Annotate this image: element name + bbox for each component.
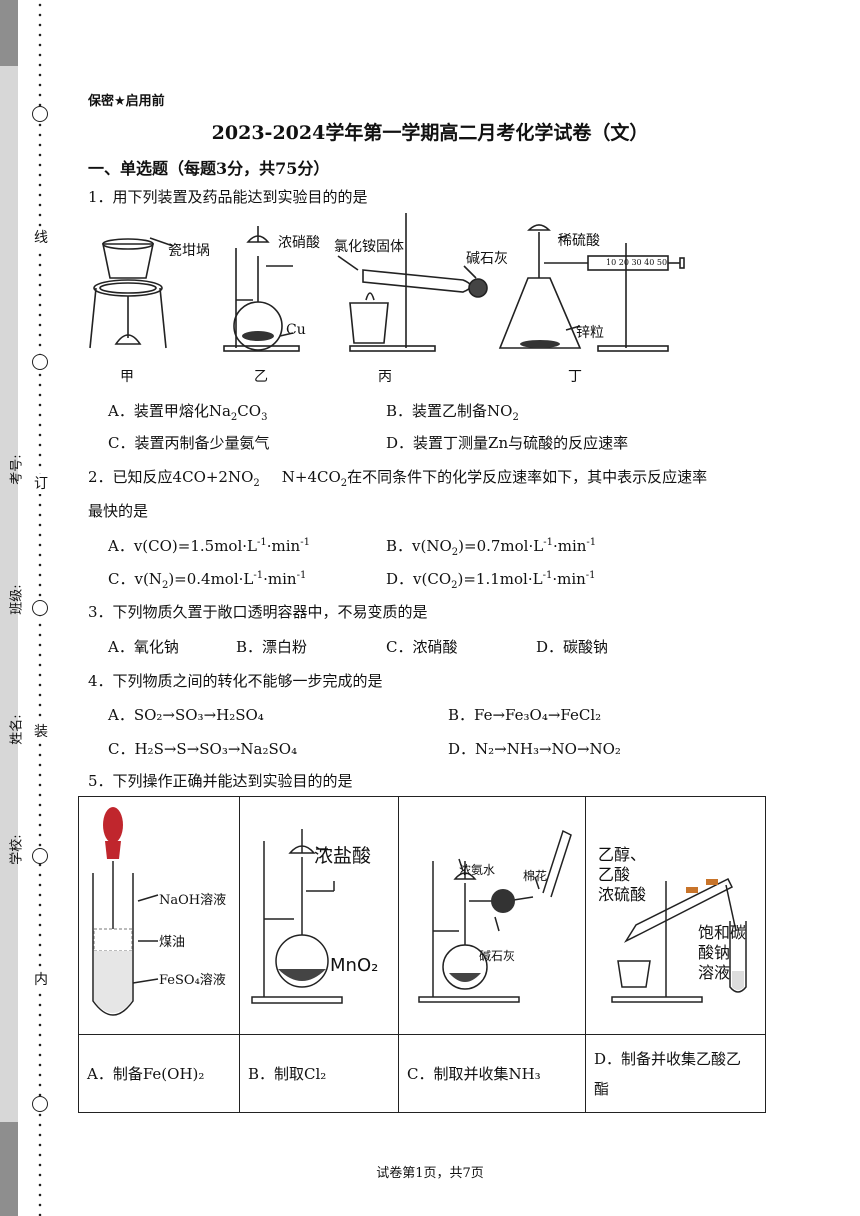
q2-option-c[interactable]: C．v(N2)=0.4mol·L-1·min-1 (108, 570, 307, 591)
binding-circle (32, 106, 48, 122)
label-conc-nitric-acid: 浓硝酸 (278, 235, 320, 251)
q5-option-d[interactable]: D．制备并收集乙酸乙酯 (585, 1034, 766, 1113)
name-field-label: 姓名: (9, 714, 25, 745)
label-kerosene: 煤油 (159, 935, 186, 950)
q5-figure-c: 浓氨水 棉花 碱石灰 (398, 796, 586, 1035)
q5-option-a[interactable]: A．制备Fe(OH)₂ (78, 1034, 240, 1113)
label-cotton: 棉花 (523, 869, 548, 883)
q1-option-a[interactable]: A．装置甲熔化Na2CO3 (108, 402, 268, 423)
q3-stem: 3．下列物质久置于敞口透明容器中，不易变质的是 (88, 603, 428, 621)
q5-option-b[interactable]: B．制取Cl₂ (239, 1034, 399, 1113)
binding-label-zhuang: 装 (31, 722, 51, 742)
label-sat-carbonate-2: 酸钠 (698, 943, 731, 962)
q1-apparatus-figure (89, 213, 685, 352)
label-ammonium-chloride: 氯化铵固体 (334, 239, 404, 255)
ester-apparatus-diagram (611, 877, 747, 1003)
confidential-mark: 保密★启用前 (88, 94, 165, 109)
label-sat-carbonate-1: 饱和碳 (698, 923, 747, 942)
q1-option-c[interactable]: C．装置丙制备少量氨气 (108, 434, 270, 452)
q5-figure-a: NaOH溶液 煤油 FeSO₄溶液 (78, 796, 240, 1035)
label-jia: 甲 (120, 369, 134, 385)
label-feso4: FeSO₄溶液 (159, 973, 226, 988)
label-conc-sulfuric: 浓硫酸 (598, 885, 647, 904)
q4-stem: 4．下列物质之间的转化不能够一步完成的是 (88, 672, 383, 690)
q2-option-d[interactable]: D．v(CO2)=1.1mol·L-1·min-1 (386, 570, 596, 591)
q5-figure-d: 乙醇、 乙酸 浓硫酸 饱和碳 酸钠 溶液 (585, 796, 766, 1035)
q3-option-c[interactable]: C．浓硝酸 (386, 638, 458, 656)
class-field-label: 班级: (9, 584, 25, 615)
syringe-scale: 10 20 30 40 50 (606, 258, 668, 267)
chlorine-generator-diagram (251, 829, 343, 1004)
label-ethanol: 乙醇、 (598, 845, 647, 864)
q5-options-table: NaOH溶液 煤油 FeSO₄溶液 浓盐酸 MnO₂ (78, 796, 766, 1113)
margin-dark-block-top (0, 0, 18, 66)
label-yi: 乙 (254, 369, 268, 385)
label-ding: 丁 (568, 369, 582, 385)
q2-option-b[interactable]: B．v(NO2)=0.7mol·L-1·min-1 (386, 537, 597, 558)
label-naoh: NaOH溶液 (159, 893, 227, 908)
binding-label-nei: 内 (31, 970, 51, 990)
q5-figure-b: 浓盐酸 MnO₂ (239, 796, 399, 1035)
q2-stem-line2: 最快的是 (88, 502, 149, 520)
binding-circle (32, 848, 48, 864)
label-soda-lime: 碱石灰 (466, 251, 508, 267)
q5-stem: 5．下列操作正确并能达到实验目的的是 (88, 772, 353, 790)
binding-label-xian: 线 (31, 228, 51, 248)
q4-option-a[interactable]: A．SO₂→SO₃→H₂SO₄ (108, 706, 264, 724)
q4-option-c[interactable]: C．H₂S→S→SO₃→Na₂SO₄ (108, 740, 298, 758)
label-bing: 丙 (378, 369, 392, 385)
ammonia-generator-diagram (418, 829, 572, 1003)
label-cu: Cu (286, 322, 306, 338)
test-tube-dropper-diagram (92, 807, 159, 1016)
q4-option-d[interactable]: D．N₂→NH₃→NO→NO₂ (448, 740, 621, 758)
school-field-label: 学校: (9, 834, 25, 865)
q3-option-d[interactable]: D．碳酸钠 (536, 638, 609, 656)
q2-option-a[interactable]: A．v(CO)=1.5mol·L-1·min-1 (108, 537, 310, 555)
q4-option-b[interactable]: B．Fe→Fe₃O₄→FeCl₂ (448, 706, 602, 724)
label-crucible: 瓷坩埚 (168, 243, 210, 259)
q3-option-a[interactable]: A．氧化钠 (108, 638, 179, 656)
label-mno2: MnO₂ (330, 955, 379, 976)
binding-label-ding: 订 (31, 474, 51, 494)
label-conc-hcl: 浓盐酸 (314, 845, 372, 867)
label-sat-carbonate-3: 溶液 (698, 963, 731, 982)
left-margin-strip (0, 0, 18, 1216)
q1-stem: 1．用下列装置及药品能达到实验目的的是 (88, 188, 368, 206)
label-acetic-acid: 乙酸 (598, 865, 631, 884)
label-zinc: 锌粒 (576, 325, 604, 341)
section-heading: 一、单选题（每题3分，共75分） (88, 159, 330, 178)
exam-number-field-label: 考号: (9, 454, 25, 485)
label-soda-lime-c: 碱石灰 (479, 949, 516, 963)
label-dilute-sulfuric: 稀硫酸 (558, 233, 600, 249)
binding-circle (32, 1096, 48, 1112)
binding-line: 线 订 装 内 (26, 0, 56, 1216)
student-info-sidebar: 学校: 姓名: 班级: 考号: (0, 440, 25, 864)
binding-circle (32, 354, 48, 370)
q3-option-b[interactable]: B．漂白粉 (236, 638, 308, 656)
margin-dark-block-bottom (0, 1122, 18, 1216)
q5-option-c[interactable]: C．制取并收集NH₃ (398, 1034, 586, 1113)
binding-circle (32, 600, 48, 616)
page-footer: 试卷第1页，共7页 (376, 1166, 484, 1181)
q1-option-d[interactable]: D．装置丁测量Zn与硫酸的反应速率 (386, 434, 629, 452)
exam-title: 2023-2024学年第一学期高二月考化学试卷（文） (211, 122, 649, 144)
q1-option-b[interactable]: B．装置乙制备NO2 (386, 402, 519, 423)
label-conc-ammonia: 浓氨水 (459, 863, 496, 877)
